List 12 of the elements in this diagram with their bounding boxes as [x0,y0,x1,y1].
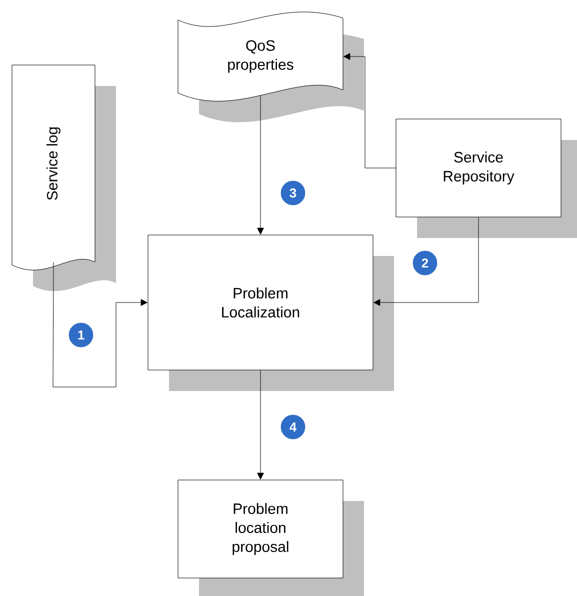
arrow [257,94,264,234]
callout-number: 4 [280,414,306,440]
process-box: Problem Localization [148,234,394,391]
callout-number: 2 [412,250,438,276]
arrow [374,216,479,306]
callout-number: 3 [280,180,306,206]
process-box: Problem location proposal [178,480,364,596]
arrow [52,262,148,388]
process-box: Service Repository [396,118,577,238]
arrow [257,370,264,480]
callout-number: 1 [68,322,94,348]
arrow [344,53,396,168]
